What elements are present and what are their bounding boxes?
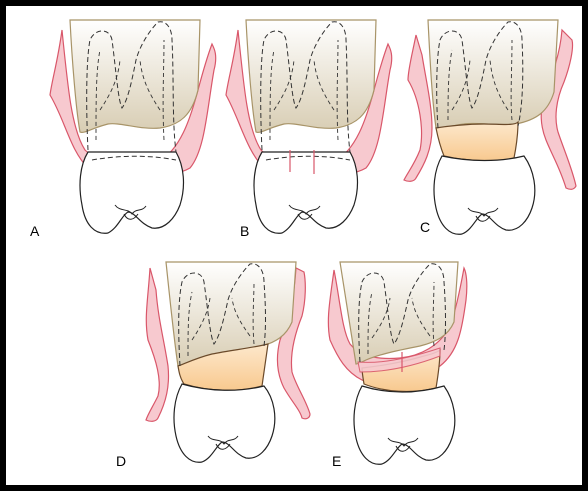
panel-b: B: [226, 20, 392, 239]
panel-c: C: [404, 20, 576, 235]
panel-c-exposed-root: [436, 122, 518, 161]
panel-c-bone: [428, 20, 558, 129]
panel-e-label: E: [332, 453, 341, 469]
panel-d-label: D: [116, 453, 126, 469]
panel-b-crown: [254, 152, 357, 233]
panel-d-gingiva-left: [146, 268, 169, 421]
panel-d: D: [116, 262, 310, 469]
panel-c-crown: [434, 156, 535, 234]
panel-d-crown: [174, 384, 275, 462]
panel-a-bone: [70, 20, 200, 132]
panel-a: A: [30, 20, 216, 239]
panel-a-label: A: [30, 223, 40, 239]
panel-b-label: B: [240, 223, 249, 239]
panel-e: E: [328, 262, 466, 469]
panel-c-label: C: [420, 219, 430, 235]
panel-c-gingiva-left: [404, 35, 432, 181]
panel-e-crown: [354, 386, 455, 464]
panel-a-crown: [80, 152, 183, 233]
